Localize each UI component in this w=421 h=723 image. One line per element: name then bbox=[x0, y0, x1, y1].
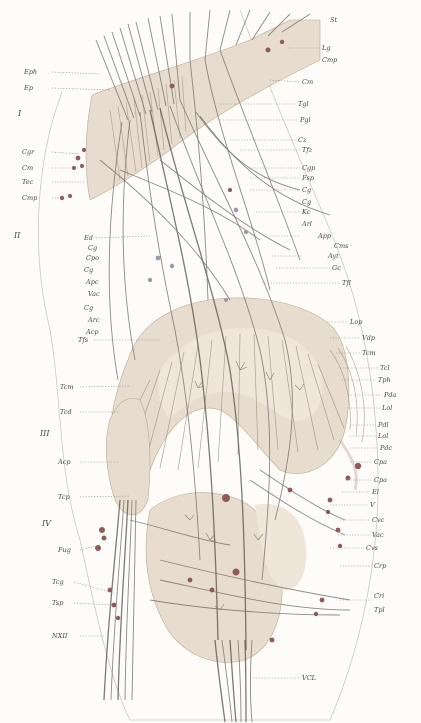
figure-label: Fsp bbox=[301, 174, 315, 182]
figure-label: Acp bbox=[57, 458, 71, 466]
figure-label: Tpl bbox=[374, 606, 385, 614]
figure-label: VCL bbox=[302, 674, 316, 682]
roman-label: IV bbox=[41, 519, 52, 528]
figure-label: Cpa bbox=[374, 458, 387, 466]
figure-label: Vac bbox=[88, 290, 100, 298]
figure-label: Tcm bbox=[60, 383, 74, 391]
figure-label: Pgl bbox=[299, 116, 311, 124]
figure-label: Gc bbox=[332, 264, 341, 272]
figure-label: Cmp bbox=[322, 56, 338, 64]
figure-label: Cg bbox=[302, 186, 311, 194]
figure-label: Tcg bbox=[52, 578, 64, 586]
figure-label: NXII bbox=[51, 632, 68, 640]
figure-label: Tfz bbox=[302, 146, 313, 154]
figure-label: Tcl bbox=[380, 364, 390, 372]
left-descending-bundle bbox=[104, 500, 136, 700]
figure-label: Vac bbox=[372, 531, 384, 539]
figure-label: Cmp bbox=[22, 194, 38, 202]
figure-label: V bbox=[370, 501, 376, 509]
figure-label: Acp bbox=[85, 328, 99, 336]
figure-label: Pda bbox=[383, 391, 397, 399]
figure-label: Cg bbox=[88, 244, 97, 252]
figure-label: Arl bbox=[301, 220, 312, 228]
figure-label: Cpo bbox=[86, 254, 99, 262]
figure-label: Cri bbox=[374, 592, 384, 600]
figure-label: Tsp bbox=[52, 599, 64, 607]
figure-label: Lol bbox=[381, 404, 392, 412]
figure-label: Apc bbox=[85, 278, 99, 286]
figure-label: Cg bbox=[302, 198, 311, 206]
figure-label: Cm bbox=[22, 164, 33, 172]
figure-label: Lol bbox=[377, 432, 388, 440]
figure-label: Tec bbox=[22, 178, 34, 186]
figure-label: Lop bbox=[349, 318, 363, 326]
figure-label: Crp bbox=[374, 562, 387, 570]
figure-label: Eph bbox=[23, 68, 37, 76]
figure-label: Ayt bbox=[327, 252, 339, 260]
roman-label: I bbox=[17, 109, 22, 118]
figure-label: Cm bbox=[302, 78, 313, 86]
figure-label: Ep bbox=[23, 84, 34, 92]
figure-label: Lg bbox=[321, 44, 330, 52]
figure-label: Tcd bbox=[60, 408, 72, 416]
roman-label: II bbox=[13, 231, 21, 240]
roman-label: III bbox=[39, 429, 50, 438]
left-lobe bbox=[106, 398, 150, 515]
figure-label: App bbox=[317, 232, 332, 240]
figure-label: Pdc bbox=[379, 444, 393, 452]
figure-label: Arc bbox=[87, 316, 100, 324]
figure-label: Cpa bbox=[374, 476, 387, 484]
figure-label: Cgr bbox=[22, 148, 35, 156]
figure-label: Cg bbox=[84, 304, 93, 312]
figure-label: Fug bbox=[57, 546, 71, 554]
figure-label: Cvs bbox=[366, 544, 379, 552]
figure-label: St bbox=[330, 16, 337, 24]
figure-label: Cz bbox=[298, 136, 307, 144]
figure-label: El bbox=[371, 488, 379, 496]
figure-label: Cgp bbox=[302, 164, 316, 172]
figure-label: Cms bbox=[334, 242, 349, 250]
figure-label: Pdl bbox=[377, 421, 389, 429]
figure-label: Tcp bbox=[58, 493, 70, 501]
figure-label: Tgl bbox=[298, 100, 309, 108]
figure-label: Cg bbox=[84, 266, 93, 274]
figure-label: Tcm bbox=[362, 349, 376, 357]
cortex-band-upper bbox=[86, 20, 320, 200]
figure-label: Cvc bbox=[372, 516, 385, 524]
figure-label: Kc bbox=[301, 208, 311, 216]
figure-label: Vdp bbox=[362, 334, 376, 342]
figure-label: Tfs bbox=[78, 336, 89, 344]
figure-label: Tph bbox=[378, 376, 391, 384]
figure-label: Ed bbox=[83, 234, 93, 242]
figure-label: Tfl bbox=[342, 279, 351, 287]
